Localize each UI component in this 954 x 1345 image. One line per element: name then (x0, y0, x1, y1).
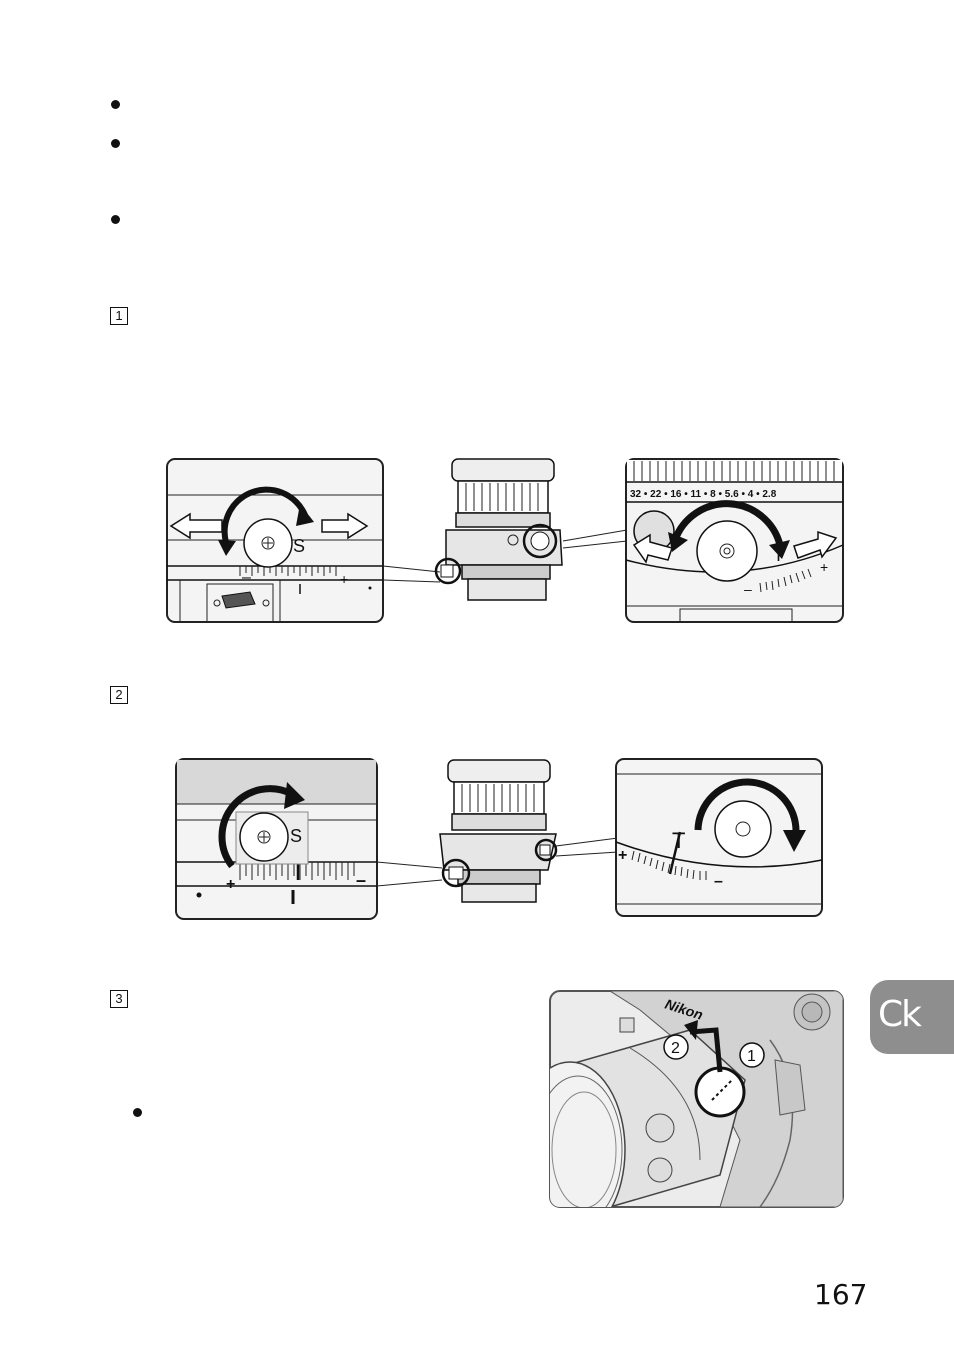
fig2-lens (439, 759, 558, 903)
fig2-right-minus: – (714, 873, 723, 890)
bullet-3 (111, 215, 120, 224)
fig1-right-panel: 32 • 22 • 16 • 11 • 8 • 5.6 • 4 • 2.8 T … (625, 458, 844, 623)
fig2-left-plus: + (226, 876, 235, 893)
svg-text:2: 2 (671, 1040, 680, 1057)
fig2-left-knob (239, 812, 289, 862)
fig1-lens (434, 458, 563, 601)
fig1-left-s-label: S (293, 536, 305, 556)
fig1-left-panel: S – + (166, 458, 384, 623)
fig2-right-knob (714, 800, 772, 858)
fig2-right-plus: + (618, 847, 627, 864)
section-tab-label: Ck (878, 994, 922, 1035)
fig1-left-minus: – (242, 569, 251, 586)
fig2-left-panel: S + – (175, 758, 378, 920)
bullet-2 (111, 139, 120, 148)
bullet-4 (133, 1108, 142, 1117)
fig2-left-s-label: S (290, 826, 302, 846)
fig3-lens-front (550, 1061, 626, 1207)
step-1-box: 1 (110, 307, 128, 325)
bullet-1 (111, 100, 120, 109)
fig1-left-knob (243, 518, 293, 568)
fig2-left-minus: – (356, 870, 366, 890)
svg-text:1: 1 (747, 1048, 756, 1065)
fig3-marker-1: 1 (739, 1042, 765, 1068)
page-number: 167 (814, 1278, 868, 1311)
fig1-left-plus: + (340, 571, 348, 587)
fig3-camera-illustration: Nikon (550, 991, 843, 1207)
fig1-aperture-scale: 32 • 22 • 16 • 11 • 8 • 5.6 • 4 • 2.8 (630, 489, 777, 500)
fig2-right-t-label: T (672, 828, 685, 853)
section-tab: Ck (870, 980, 954, 1054)
fig1-right-plus: + (820, 559, 828, 575)
step-2-box: 2 (110, 686, 128, 704)
fig3-marker-2: 2 (663, 1034, 689, 1060)
fig2-right-panel: T + – (615, 758, 823, 917)
fig1-right-t-label: T (773, 545, 784, 565)
step-3-box: 3 (110, 990, 128, 1008)
fig1-right-knob (696, 520, 758, 582)
fig1-left-ticks (239, 566, 337, 576)
fig1-right-minus: – (744, 581, 752, 597)
